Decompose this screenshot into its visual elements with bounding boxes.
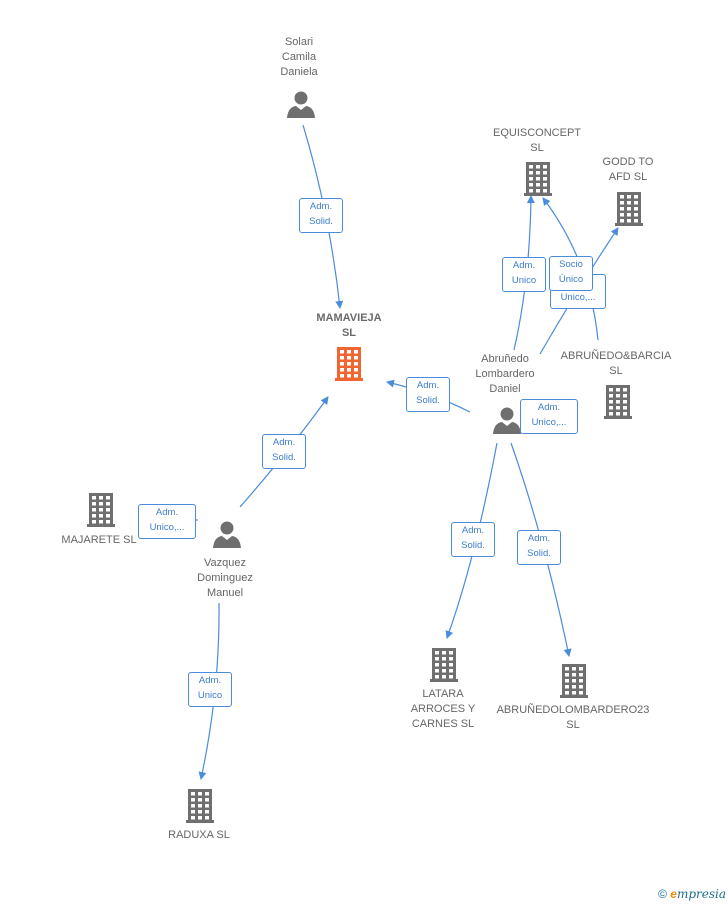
node-label-latara[interactable]: LATARA ARROCES Y CARNES SL <box>410 688 476 730</box>
node-label-majarete[interactable]: MAJARETE SL <box>61 534 137 546</box>
node-label-abrunedo-barcia[interactable]: ABRUÑEDO&BARCIA SL <box>560 350 672 377</box>
company-building-icon <box>430 648 458 682</box>
edge-label-abrunedo-mamavieja[interactable]: Adm. Solid. <box>406 377 450 412</box>
person-icon <box>213 521 241 548</box>
person-icon <box>493 407 521 434</box>
node-label-abrunedo-daniel[interactable]: Abruñedo Lombardero Daniel <box>475 353 535 395</box>
node-label-equisconcept[interactable]: EQUISCONCEPT SL <box>492 127 582 154</box>
company-building-icon <box>615 192 643 226</box>
node-label-mamavieja[interactable]: MAMAVIEJA SL <box>316 312 382 339</box>
edge-label-solari-mamavieja[interactable]: Adm. Solid. <box>299 198 343 233</box>
person-icon <box>287 91 315 118</box>
edge-label-vazquez-raduxa[interactable]: Adm. Unico <box>188 672 232 707</box>
node-label-vazquez[interactable]: Vazquez Dominguez Manuel <box>197 557 253 599</box>
node-label-godd[interactable]: GODD TO AFD SL <box>602 156 654 183</box>
company-building-icon <box>524 162 552 196</box>
edge-label-vazquez-mamavieja[interactable]: Adm. Solid. <box>262 434 306 469</box>
edge-label-abrunedo-abrunedo23[interactable]: Adm. Solid. <box>517 530 561 565</box>
company-building-icon <box>87 493 115 527</box>
node-label-raduxa[interactable]: RADUXA SL <box>168 829 230 841</box>
edge-label-abrunedo-equisconcept[interactable]: Adm. Unico <box>502 257 546 292</box>
node-label-solari[interactable]: Solari Camila Daniela <box>280 36 318 78</box>
company-building-icon <box>604 385 632 419</box>
node-label-abrunedo23[interactable]: ABRUÑEDOLOMBARDERO23 SL <box>496 704 650 731</box>
brand-initial: e <box>670 887 677 901</box>
edge-label-abrunedo-latara[interactable]: Adm. Solid. <box>451 522 495 557</box>
main-company-building-icon <box>335 347 363 381</box>
empresia-watermark: © empresia <box>658 887 726 901</box>
edge-label-barcia-equisconcept[interactable]: Socio Único <box>549 256 593 291</box>
copyright-icon: © <box>658 887 667 901</box>
edge-label-abrunedo-barcia[interactable]: Adm. Unico,... <box>520 399 578 434</box>
brand-rest: mpresia <box>676 887 726 901</box>
edge-label-vazquez-majarete[interactable]: Adm. Unico,... <box>138 504 196 539</box>
company-building-icon <box>186 789 214 823</box>
company-building-icon <box>560 664 588 698</box>
